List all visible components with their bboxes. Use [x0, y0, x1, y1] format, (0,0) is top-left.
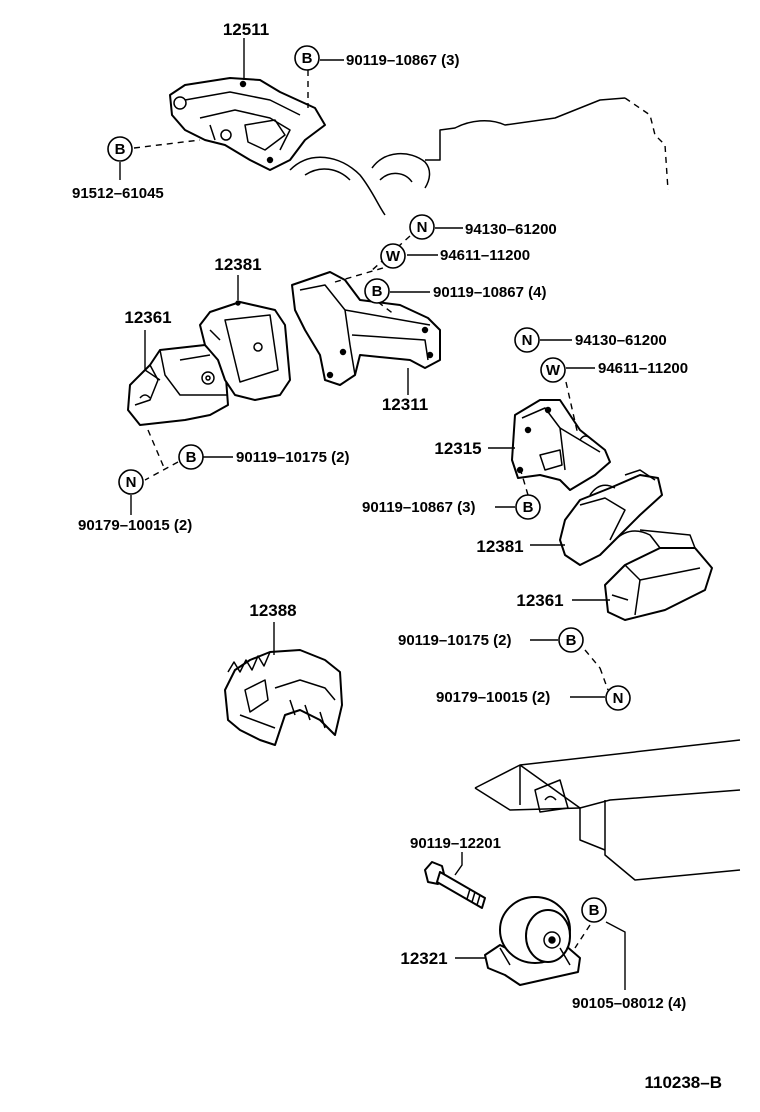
fastener-label-12: 90179–10015 (2) — [436, 689, 550, 706]
svg-text:B: B — [589, 902, 600, 919]
part-label-12361-left: 12361 — [124, 308, 171, 327]
symbol-b-2: B — [107, 136, 133, 162]
part-label-12361-right: 12361 — [516, 591, 563, 610]
fastener-label-8: 94130–61200 — [575, 332, 667, 349]
symbol-n-1: N — [409, 214, 435, 240]
part-label-12381-left: 12381 — [214, 255, 261, 274]
figure-code: 110238–B — [644, 1073, 722, 1092]
symbol-b-5: B — [515, 494, 541, 520]
svg-text:B: B — [372, 283, 383, 300]
fastener-label-9: 94611–11200 — [598, 360, 688, 377]
svg-text:N: N — [126, 474, 137, 491]
svg-text:W: W — [546, 362, 561, 379]
symbol-n-4: N — [605, 685, 631, 711]
symbol-n-3: N — [514, 327, 540, 353]
svg-text:B: B — [302, 50, 313, 67]
svg-text:N: N — [522, 332, 533, 349]
insulator-12381-right — [559, 469, 663, 566]
fastener-label-3: 94130–61200 — [465, 221, 557, 238]
fastener-label-14: 90105–08012 (4) — [572, 995, 686, 1012]
fastener-label-4: 94611–11200 — [440, 247, 530, 264]
svg-text:B: B — [186, 449, 197, 466]
fastener-label-11: 90119–10175 (2) — [398, 632, 511, 649]
leader-lines — [119, 38, 626, 990]
fastener-label-6: 90119–10175 (2) — [236, 449, 349, 466]
part-label-12311: 12311 — [382, 395, 428, 414]
svg-text:B: B — [523, 499, 534, 516]
symbol-b-3: B — [364, 278, 390, 304]
fastener-label-7: 90179–10015 (2) — [78, 517, 192, 534]
fastener-label-2: 91512–61045 — [72, 185, 164, 202]
bracket-12511 — [169, 77, 326, 171]
svg-text:W: W — [386, 248, 401, 265]
symbol-b-1: B — [294, 45, 320, 71]
svg-text:N: N — [417, 219, 428, 236]
svg-text:B: B — [566, 632, 577, 649]
part-label-12388: 12388 — [249, 601, 296, 620]
engine-block-outline — [289, 97, 669, 216]
part-label-12511: 12511 — [223, 20, 269, 39]
symbol-b-7: B — [581, 897, 607, 923]
bracket-12311 — [291, 271, 441, 386]
svg-text:B: B — [115, 141, 126, 158]
svg-text:N: N — [613, 690, 624, 707]
bolt-90119-12201 — [424, 861, 486, 909]
frame-crossmember — [474, 739, 741, 881]
stopper-12388 — [224, 649, 343, 746]
symbol-w-2: W — [540, 357, 566, 383]
part-label-12321: 12321 — [400, 949, 447, 968]
part-label-12381-right: 12381 — [476, 537, 523, 556]
symbol-n-2: N — [118, 469, 144, 495]
fastener-label-13: 90119–12201 — [410, 835, 501, 852]
part-label-12315: 12315 — [434, 439, 481, 458]
symbol-b-6: B — [558, 627, 584, 653]
rear-mount-12321 — [484, 896, 581, 986]
symbol-w-1: W — [380, 243, 406, 269]
fastener-label-1: 90119–10867 (3) — [346, 52, 459, 69]
mount-12361-right — [604, 529, 713, 621]
fastener-label-5: 90119–10867 (4) — [433, 284, 546, 301]
mount-12361-left — [127, 344, 229, 426]
insulator-12381-left — [199, 300, 291, 401]
bracket-12315 — [511, 399, 611, 491]
symbol-b-4: B — [178, 444, 204, 470]
fastener-label-10: 90119–10867 (3) — [362, 499, 475, 516]
